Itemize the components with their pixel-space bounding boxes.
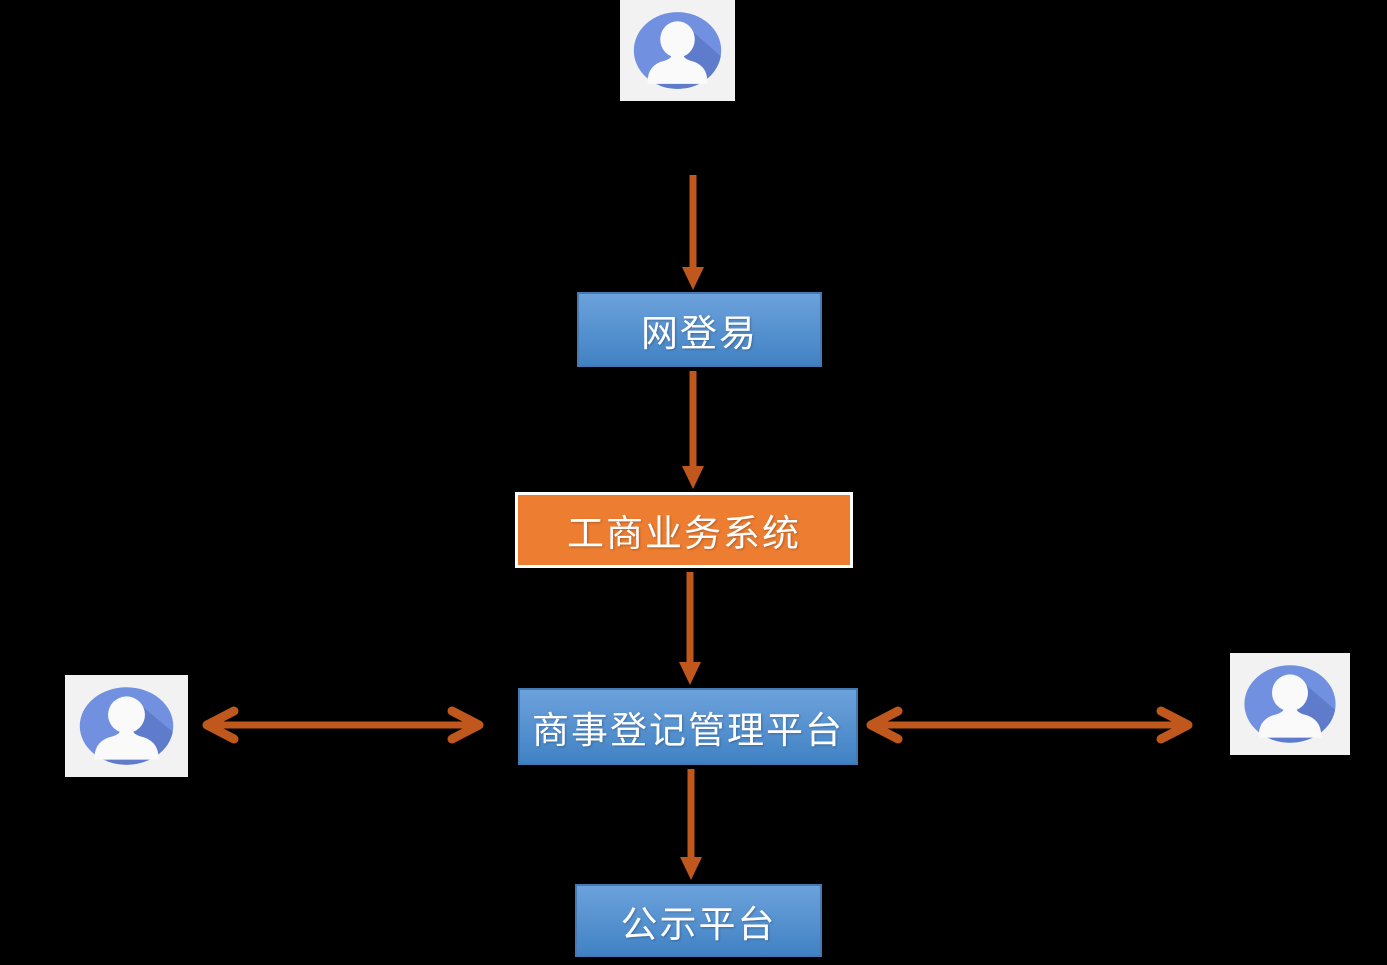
arrowhead-down-1 bbox=[682, 267, 704, 290]
node-business-system: 工商业务系统 bbox=[515, 492, 853, 568]
arrowhead-down-2 bbox=[682, 466, 704, 489]
user-avatar-icon-top bbox=[620, 0, 735, 101]
user-avatar-icon-right bbox=[1230, 653, 1350, 755]
arrowhead-left-2 bbox=[866, 706, 903, 744]
arrowhead-down-4 bbox=[680, 857, 702, 880]
arrowhead-down-3 bbox=[679, 662, 701, 685]
node-publicity-platform: 公示平台 bbox=[575, 884, 822, 957]
arrowhead-right-1 bbox=[447, 706, 484, 744]
arrowhead-right-2 bbox=[1156, 706, 1193, 744]
node-publicity-platform-label: 公示平台 bbox=[620, 904, 777, 946]
node-net-registration-label: 网登易 bbox=[641, 313, 758, 355]
user-avatar-icon-left bbox=[65, 675, 188, 777]
node-net-registration: 网登易 bbox=[577, 292, 822, 367]
node-registration-platform: 商事登记管理平台 bbox=[518, 688, 858, 765]
arrowhead-left-1 bbox=[202, 706, 239, 744]
node-business-system-label: 工商业务系统 bbox=[567, 514, 801, 555]
node-registration-platform-label: 商事登记管理平台 bbox=[532, 710, 844, 752]
